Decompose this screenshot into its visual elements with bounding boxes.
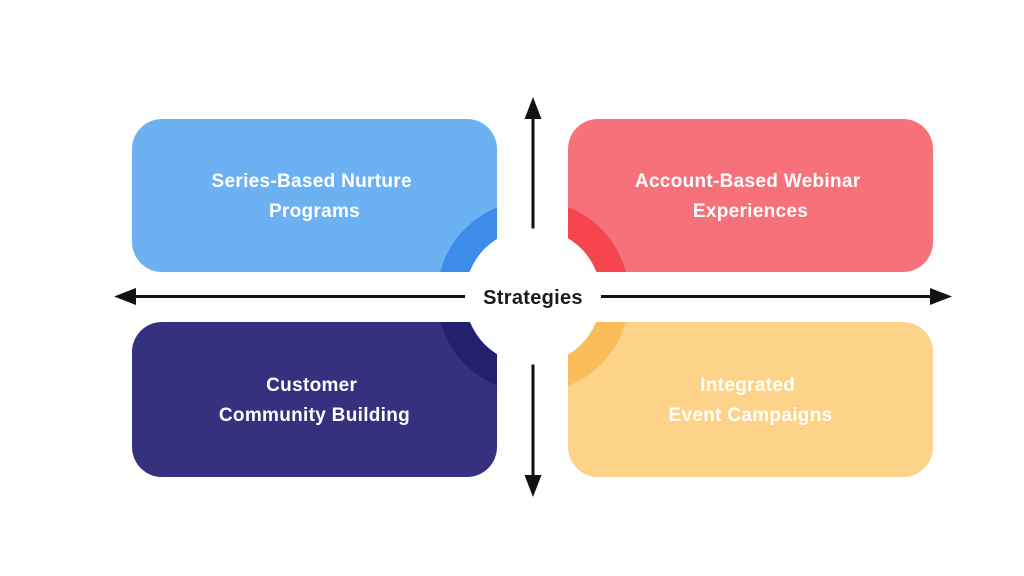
quadrant-card-bottom-left bbox=[132, 322, 497, 477]
label-top-left-line2: Programs bbox=[269, 201, 360, 222]
label-bottom-right-line1: Integrated bbox=[700, 375, 795, 396]
label-top-right: Account-Based Webinar Experiences bbox=[635, 171, 866, 222]
label-bottom-left: Customer Community Building bbox=[219, 375, 410, 426]
label-bottom-left-line1: Customer bbox=[266, 375, 357, 396]
arrow-down-icon bbox=[524, 475, 542, 497]
quadrant-card-top-right bbox=[568, 119, 933, 272]
arrow-right-icon bbox=[930, 288, 952, 305]
quadrant-card-top-left bbox=[132, 119, 497, 272]
label-bottom-right-line2: Event Campaigns bbox=[669, 405, 833, 426]
label-top-right-line2: Experiences bbox=[693, 201, 808, 222]
label-top-right-line1: Account-Based Webinar bbox=[635, 171, 861, 192]
label-bottom-right: Integrated Event Campaigns bbox=[669, 375, 833, 426]
arrow-left-icon bbox=[114, 288, 136, 305]
center-label: Strategies bbox=[483, 287, 583, 309]
quadrant-card-bottom-right bbox=[568, 322, 933, 477]
label-bottom-left-line2: Community Building bbox=[219, 405, 410, 426]
center-circle bbox=[465, 228, 601, 365]
arrow-up-icon bbox=[524, 97, 542, 119]
label-top-left: Series-Based Nurture Programs bbox=[212, 171, 418, 222]
label-top-left-line1: Series-Based Nurture bbox=[212, 171, 412, 192]
